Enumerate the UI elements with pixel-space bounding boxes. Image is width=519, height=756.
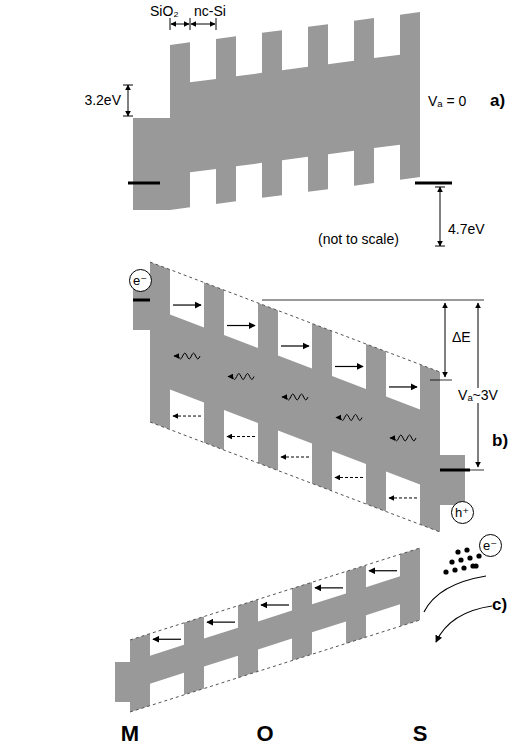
barrier-height-arrow — [128, 85, 129, 116]
label-text: (not to scale) — [318, 232, 399, 247]
electron-dot — [473, 563, 478, 568]
barrier-height-arrow-tick — [123, 85, 133, 86]
substrate-electrode — [440, 455, 465, 505]
fermi-level — [133, 299, 150, 302]
fermi-level — [440, 469, 470, 472]
barrier-height-arrow-tick — [123, 116, 133, 117]
electron-arrow — [281, 345, 309, 346]
hole-arrow — [281, 457, 309, 458]
carrier-symbol: e⁻ — [133, 274, 147, 287]
delta-e-arrow — [445, 303, 446, 377]
hole-arrow — [227, 436, 255, 437]
band-bending — [424, 576, 486, 612]
carrier-circle: h⁺ — [451, 501, 474, 524]
label-text: c) — [492, 596, 507, 615]
dimension-arrow — [171, 24, 189, 25]
label-text: Vₐ = 0 — [428, 94, 466, 109]
carrier-symbol: e⁻ — [483, 539, 497, 552]
electron-dot — [452, 567, 457, 572]
electron-dot — [455, 549, 460, 554]
voltage-arrow — [478, 303, 479, 467]
electron-arrow — [261, 604, 289, 605]
dimension-tick — [190, 18, 191, 30]
electron-arrow — [227, 325, 255, 326]
dimension-tick — [216, 18, 217, 30]
superlattice-band — [150, 262, 440, 532]
guide-line — [470, 470, 484, 471]
guide-line — [262, 300, 484, 301]
electron-dot — [443, 569, 448, 574]
metal-electrode — [133, 118, 170, 210]
electron-arrow — [173, 304, 201, 305]
electron-arrow — [207, 622, 235, 623]
fermi-level — [415, 182, 452, 185]
label-text: a) — [490, 92, 505, 111]
label-text: nc-Si — [194, 4, 226, 19]
band-envelope — [150, 262, 440, 372]
carrier-symbol: h⁺ — [455, 506, 469, 519]
electron-arrow — [389, 386, 417, 387]
electron-dot — [467, 555, 472, 560]
label-text: S — [413, 722, 428, 746]
band-offset-arrow-tick — [435, 187, 445, 188]
electron-arrow — [315, 587, 343, 588]
electron-dot — [476, 553, 481, 558]
band-envelope — [130, 548, 420, 640]
photon-arrow — [390, 435, 416, 441]
label-text: 3.2eV — [84, 93, 121, 108]
superlattice-band — [130, 548, 420, 712]
label-text: 4.7eV — [448, 222, 485, 237]
band-bending — [436, 606, 492, 642]
photon-arrow — [282, 394, 308, 400]
hole-arrow — [335, 477, 363, 478]
label-text: O — [256, 722, 273, 746]
photon-arrow — [228, 374, 254, 380]
label-text: ΔE — [452, 330, 471, 345]
band-offset-arrow-tick — [435, 246, 445, 247]
fermi-level — [128, 182, 160, 185]
photon-arrow — [336, 414, 362, 420]
carrier-circle: e⁻ — [479, 534, 502, 557]
carrier-circle: e⁻ — [129, 269, 152, 292]
superlattice-band — [170, 12, 420, 210]
electron-dot — [464, 547, 469, 552]
electron-arrow — [335, 366, 363, 367]
metal-electrode — [115, 662, 130, 702]
hole-arrow — [173, 416, 201, 417]
label-text: SiO₂ — [150, 4, 179, 19]
band-envelope — [150, 422, 440, 532]
electron-arrow — [369, 570, 397, 571]
guide-line — [430, 380, 452, 381]
label-text: M — [121, 722, 139, 746]
photon-arrow — [174, 353, 200, 359]
dimension-tick — [170, 18, 171, 30]
electron-dot — [449, 559, 454, 564]
electron-dot — [461, 565, 466, 570]
electron-dot — [458, 557, 463, 562]
band-offset-arrow — [440, 187, 441, 246]
label-text: b) — [492, 432, 508, 451]
dimension-arrow — [191, 24, 215, 25]
label-text: Vₐ~3V — [457, 388, 499, 403]
band-envelope — [130, 620, 420, 712]
hole-arrow — [389, 497, 417, 498]
electron-arrow — [153, 639, 181, 640]
metal-electrode — [133, 285, 150, 330]
